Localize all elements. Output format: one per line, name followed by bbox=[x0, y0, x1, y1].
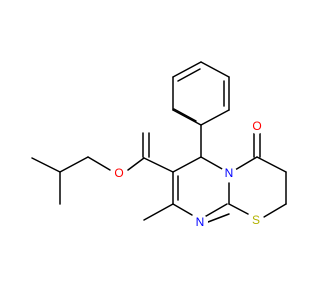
bond bbox=[177, 68, 201, 82]
bond bbox=[256, 156, 287, 173]
bond bbox=[200, 109, 230, 126]
atom-O_ester: O bbox=[111, 165, 127, 181]
atom-S_ring-label: S bbox=[252, 213, 260, 227]
bond bbox=[59, 156, 89, 173]
bond bbox=[172, 109, 202, 126]
bond bbox=[200, 156, 225, 171]
atom-layer: O O N N S bbox=[111, 118, 265, 230]
bond bbox=[263, 203, 287, 218]
atom-O_ester-label: O bbox=[114, 166, 123, 180]
bond bbox=[207, 213, 230, 223]
bond bbox=[172, 61, 202, 78]
bond bbox=[173, 108, 197, 122]
atom-N_ring: N bbox=[221, 165, 237, 181]
atom-N_ring-label: N bbox=[225, 166, 234, 180]
bond bbox=[143, 157, 174, 173]
atom-N_amine: N bbox=[192, 214, 208, 230]
bond bbox=[127, 157, 145, 171]
atom-N_amine-label: N bbox=[196, 215, 205, 229]
bond bbox=[87, 156, 111, 171]
bond bbox=[228, 203, 249, 215]
molecule-structure: O O N N S bbox=[31, 61, 287, 230]
bond bbox=[172, 203, 193, 216]
bond bbox=[234, 156, 258, 171]
atom-S_ring: S bbox=[248, 212, 264, 228]
bond bbox=[31, 157, 61, 173]
atom-O_carbonyl: O bbox=[249, 118, 265, 134]
bond-layer bbox=[31, 61, 287, 223]
bond bbox=[200, 61, 230, 78]
bond bbox=[172, 156, 202, 173]
bond bbox=[143, 203, 174, 221]
atom-O_carbonyl-label: O bbox=[252, 119, 261, 133]
